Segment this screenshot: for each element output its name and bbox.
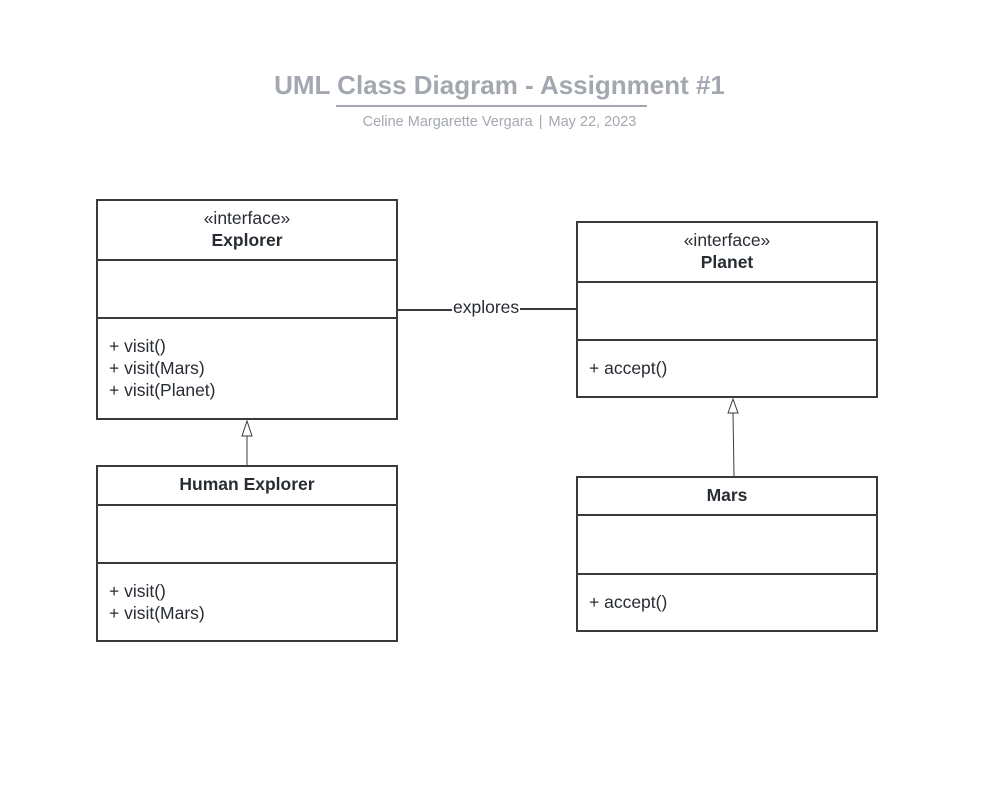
class-header: «interface» Explorer [98,201,396,261]
class-name: Explorer [211,230,283,250]
operation: + visit() [109,581,166,601]
operation: + visit(Mars) [109,358,205,378]
operation: + accept() [589,358,668,378]
attributes-compartment [98,261,396,319]
operation: + visit() [109,336,166,356]
operations-compartment: + visit() + visit(Mars) [98,564,396,624]
attributes-compartment [578,283,876,341]
class-header: «interface» Planet [578,223,876,283]
class-mars[interactable]: Mars + accept() [576,476,878,632]
class-name: Planet [700,252,754,272]
diagram-subtitle: Celine Margarette Vergara | May 22, 2023 [0,113,999,131]
class-explorer[interactable]: «interface» Explorer + visit() + visit(M… [96,199,398,420]
diagram-date: May 22, 2023 [548,114,637,130]
operations-compartment: + accept() [578,575,876,613]
class-stereotype: «interface» [683,230,771,250]
realization-line-planet [732,412,735,477]
class-header: Human Explorer [98,467,396,506]
operation: + visit(Planet) [109,380,216,400]
operation: + visit(Mars) [109,603,205,623]
operation: + accept() [589,592,668,612]
attributes-compartment [578,516,876,575]
realization-arrowhead-planet [727,397,739,414]
attributes-compartment [98,506,396,564]
class-planet[interactable]: «interface» Planet + accept() [576,221,878,398]
title-underline [336,105,647,107]
class-name: Human Explorer [179,474,315,494]
class-header: Mars [578,478,876,516]
author-name: Celine Margarette Vergara [362,114,533,130]
association-label: explores [452,296,521,318]
class-stereotype: «interface» [203,208,291,228]
operations-compartment: + accept() [578,341,876,379]
diagram-title: UML Class Diagram - Assignment #1 [274,70,725,100]
subtitle-separator: | [538,114,543,130]
realization-arrowhead-explorer [241,419,253,437]
class-name: Mars [706,485,748,505]
class-human-explorer[interactable]: Human Explorer + visit() + visit(Mars) [96,465,398,642]
operations-compartment: + visit() + visit(Mars) + visit(Planet) [98,319,396,401]
